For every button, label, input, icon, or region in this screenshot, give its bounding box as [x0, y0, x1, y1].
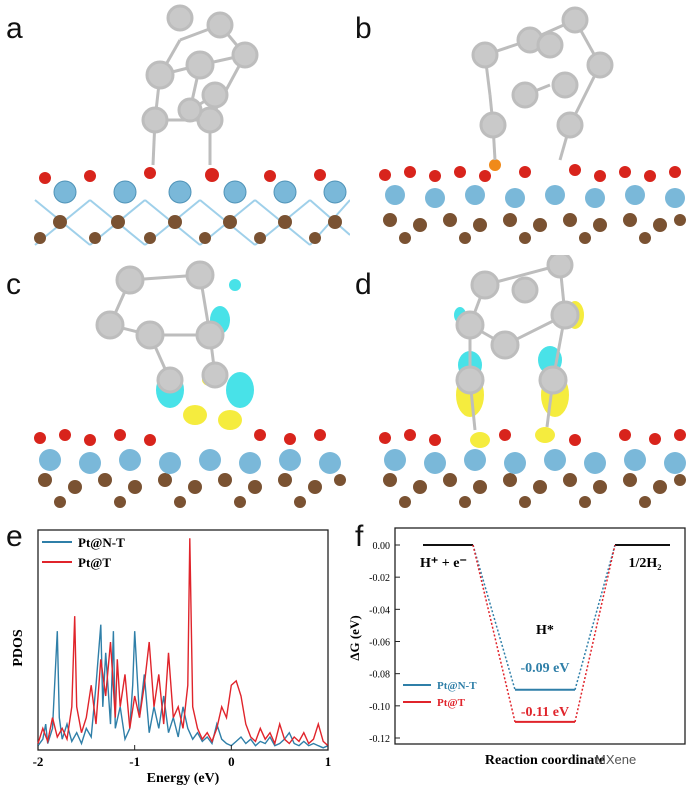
panel-label-f: f — [355, 520, 364, 553]
connector-pt-t-down — [472, 544, 516, 723]
pt-cluster — [141, 4, 259, 166]
free-energy-diagram: 0.00 -0.02 -0.04 -0.06 -0.08 -0.10 -0.12 ΔG (e… — [347, 527, 686, 768]
pdos-line-pt-n-t — [37, 624, 329, 749]
pt-cluster — [471, 6, 614, 161]
state-label-initial: H⁺ + e⁻ — [420, 556, 467, 571]
substrate-carbon-layer — [34, 195, 350, 246]
state-label-intermediate: H* — [536, 623, 554, 638]
x-axis-label: Reaction coordinate — [485, 753, 605, 768]
x-tick-group: -2 -1 0 1 — [33, 745, 332, 769]
y-axis-label: PDOS — [11, 629, 26, 667]
legend-label-pt-t: Pt@T — [437, 697, 466, 709]
surface-oxygen-layer — [39, 167, 326, 184]
nitrogen-atom — [489, 159, 501, 171]
y-tick-label: 0.00 — [373, 541, 391, 552]
panel-label-a: a — [6, 12, 23, 45]
surface-oxygen-layer — [34, 429, 326, 446]
x-tick-label: -2 — [33, 754, 44, 769]
pdos-line-pt-t — [37, 538, 329, 747]
state-label-final: 1/2H₂ — [629, 556, 662, 571]
legend-label-pt-t: Pt@T — [78, 555, 111, 570]
pt-cluster — [455, 255, 580, 431]
y-tick-label: -0.04 — [369, 605, 390, 616]
plot-frame — [394, 527, 686, 745]
substrate-titanium-layer — [384, 449, 686, 474]
legend: Pt@N-T Pt@T — [42, 535, 125, 570]
plot-frame — [37, 529, 329, 751]
panel-label-b: b — [355, 12, 372, 45]
substrate-carbon-layer — [38, 473, 346, 508]
panel-label-e: e — [6, 520, 23, 553]
substrate-titanium-layer — [385, 185, 685, 208]
panel-d-charge-density — [379, 255, 686, 508]
legend-label-pt-n-t: Pt@N-T — [78, 535, 125, 550]
panel-c-charge-density — [34, 260, 346, 508]
substrate-titanium-layer — [39, 449, 341, 474]
substrate-carbon-layer — [383, 473, 686, 508]
y-tick-label: -0.08 — [369, 670, 390, 681]
y-axis-label: ΔG (eV) — [347, 615, 362, 660]
watermark: MXene — [595, 752, 637, 767]
x-tick-label: 0 — [228, 754, 235, 769]
pt-cluster — [95, 260, 229, 394]
surface-oxygen-layer — [379, 164, 681, 182]
x-tick-label: -1 — [129, 754, 140, 769]
connector-pt-n-t-down — [472, 544, 516, 690]
legend-label-pt-n-t: Pt@N-T — [437, 680, 477, 692]
pdos-chart: -2 -1 0 1 PDOS Energy (eV) Pt@N-T Pt@T — [11, 529, 332, 786]
substrate-titanium-layer — [53, 180, 347, 204]
panel-b-structure — [375, 6, 691, 245]
energy-series-group — [423, 544, 670, 723]
y-tick-label: -0.12 — [369, 734, 390, 745]
y-tick-label: -0.10 — [369, 702, 390, 713]
y-tick-label: -0.06 — [369, 638, 390, 649]
pdos-series-group — [37, 538, 329, 749]
panel-a-structure — [34, 4, 350, 246]
panel-label-d: d — [355, 268, 372, 301]
legend: Pt@N-T Pt@T — [403, 680, 477, 709]
y-tick-group: 0.00 -0.02 -0.04 -0.06 -0.08 -0.10 -0.12 — [369, 541, 400, 745]
y-tick-label: -0.02 — [369, 573, 390, 584]
x-axis-label: Energy (eV) — [147, 771, 220, 786]
surface-oxygen-layer — [379, 429, 686, 446]
connector-pt-n-t-up — [574, 544, 616, 690]
panel-label-c: c — [6, 268, 21, 301]
x-tick-label: 1 — [325, 754, 332, 769]
substrate-carbon-layer — [375, 205, 691, 245]
value-label-pt-t: -0.11 eV — [521, 705, 569, 720]
connector-pt-t-up — [574, 544, 616, 723]
value-label-pt-n-t: -0.09 eV — [521, 661, 570, 676]
